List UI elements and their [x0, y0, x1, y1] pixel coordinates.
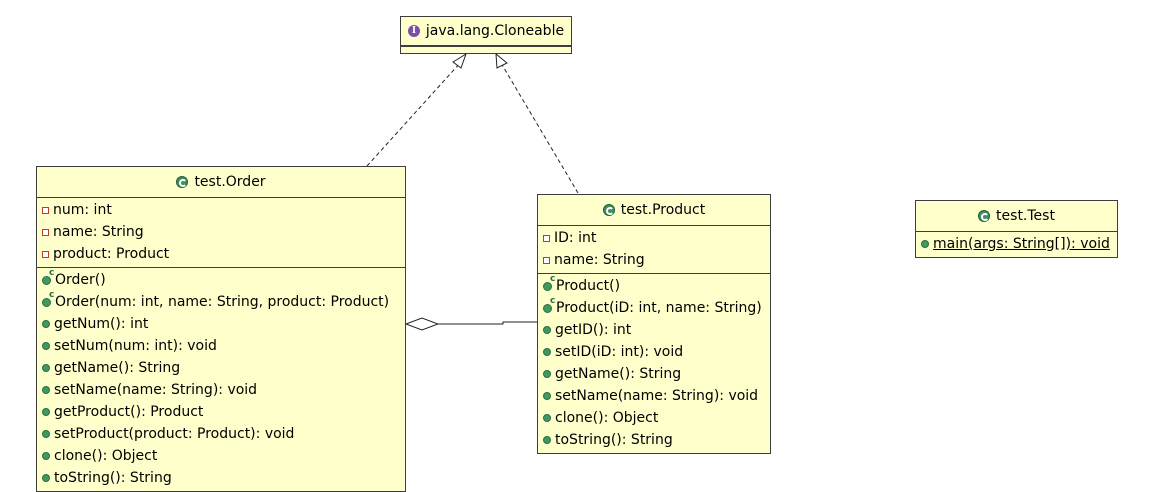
- method-row[interactable]: Product(iD: int, name: String): [538, 296, 770, 319]
- method-row[interactable]: Order(num: int, name: String, product: P…: [37, 290, 405, 313]
- constructor-icon: [42, 268, 54, 285]
- private-field-icon: [42, 228, 49, 236]
- interface-icon: I: [407, 25, 420, 37]
- method-row[interactable]: getID(): int: [538, 319, 770, 341]
- methods-compartment: Product() Product(iD: int, name: String)…: [538, 274, 770, 453]
- fields-compartment: num: int name: String product: Product: [37, 198, 405, 268]
- class-box-test[interactable]: test.Test main(args: String[]): void: [915, 200, 1118, 258]
- public-method-icon: [42, 386, 50, 394]
- method-row[interactable]: setName(name: String): void: [538, 385, 770, 407]
- method-row[interactable]: toString(): String: [37, 467, 405, 489]
- interface-empty-compartment: [401, 46, 571, 56]
- public-method-icon: [543, 414, 551, 422]
- constructor-icon: [543, 296, 555, 313]
- class-icon: [176, 176, 189, 188]
- method-row[interactable]: Order(): [37, 268, 405, 291]
- class-box-order[interactable]: test.Order num: int name: String product…: [36, 166, 406, 492]
- class-name: test.Test: [996, 208, 1055, 224]
- public-method-icon: [543, 348, 551, 356]
- method-row[interactable]: setNum(num: int): void: [37, 335, 405, 357]
- public-method-icon: [42, 430, 50, 438]
- public-method-icon: [543, 326, 551, 334]
- methods-compartment: Order() Order(num: int, name: String, pr…: [37, 268, 405, 491]
- interface-name: java.lang.Cloneable: [425, 23, 565, 39]
- class-box-product[interactable]: test.Product ID: int name: String Produc…: [537, 194, 771, 454]
- method-row[interactable]: toString(): String: [538, 429, 770, 451]
- method-row[interactable]: clone(): Object: [538, 407, 770, 429]
- method-row[interactable]: getName(): String: [37, 357, 405, 379]
- field-row[interactable]: num: int: [37, 199, 405, 221]
- aggregation-diamond: [404, 317, 440, 331]
- class-header: test.Product: [538, 195, 770, 226]
- private-field-icon: [543, 256, 550, 264]
- method-row[interactable]: Product(): [538, 274, 770, 297]
- fields-compartment: ID: int name: String: [538, 226, 770, 274]
- method-row[interactable]: getProduct(): Product: [37, 401, 405, 423]
- public-method-icon: [42, 408, 50, 416]
- public-method-icon: [42, 452, 50, 460]
- constructor-icon: [543, 274, 555, 291]
- field-row[interactable]: name: String: [538, 249, 770, 271]
- field-row[interactable]: product: Product: [37, 243, 405, 265]
- class-header: test.Test: [916, 201, 1117, 232]
- interface-box-cloneable[interactable]: I java.lang.Cloneable: [400, 16, 572, 54]
- public-method-icon: [42, 320, 50, 328]
- interface-header: I java.lang.Cloneable: [401, 17, 571, 46]
- static-method-label: main(args: String[]): void: [933, 236, 1110, 252]
- aggregation-edge[interactable]: [438, 321, 537, 325]
- public-method-icon: [42, 474, 50, 482]
- realization-arrowhead-order: [452, 52, 467, 69]
- method-row[interactable]: getName(): String: [538, 363, 770, 385]
- public-method-icon: [543, 370, 551, 378]
- methods-compartment: main(args: String[]): void: [916, 232, 1117, 257]
- class-name: test.Order: [194, 174, 266, 190]
- method-row[interactable]: main(args: String[]): void: [916, 233, 1117, 255]
- class-icon: [978, 210, 991, 222]
- realization-edge-order[interactable]: [366, 61, 462, 167]
- public-method-icon: [543, 436, 551, 444]
- class-icon: [602, 204, 615, 216]
- realization-edge-product[interactable]: [500, 62, 579, 194]
- private-field-icon: [42, 206, 49, 214]
- constructor-icon: [42, 290, 54, 307]
- method-row[interactable]: setID(iD: int): void: [538, 341, 770, 363]
- method-row[interactable]: clone(): Object: [37, 445, 405, 467]
- method-row[interactable]: getNum(): int: [37, 313, 405, 335]
- public-method-icon: [543, 392, 551, 400]
- method-row[interactable]: setProduct(product: Product): void: [37, 423, 405, 445]
- method-row[interactable]: setName(name: String): void: [37, 379, 405, 401]
- public-method-icon: [921, 240, 929, 248]
- field-row[interactable]: ID: int: [538, 227, 770, 249]
- private-field-icon: [42, 250, 49, 258]
- field-row[interactable]: name: String: [37, 221, 405, 243]
- class-name: test.Product: [620, 202, 706, 218]
- public-method-icon: [42, 364, 50, 372]
- class-header: test.Order: [37, 167, 405, 198]
- public-method-icon: [42, 342, 50, 350]
- realization-arrowhead-product: [495, 52, 508, 69]
- private-field-icon: [543, 234, 550, 242]
